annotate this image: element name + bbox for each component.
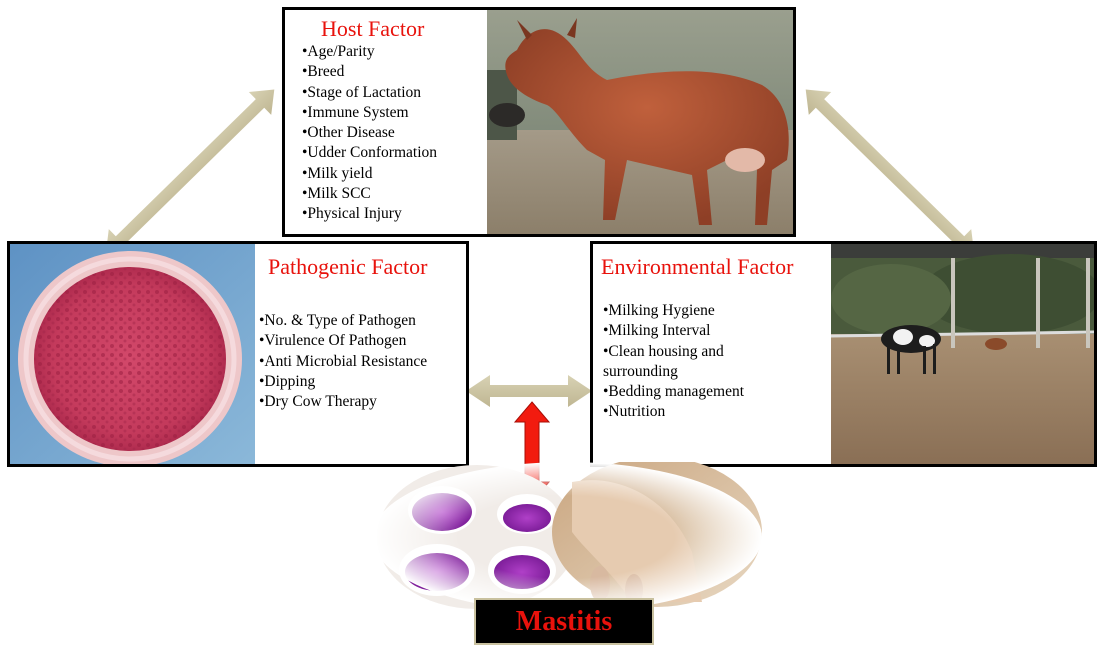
host-factor-list: •Age/Parity •Breed •Stage of Lactation •…: [302, 42, 437, 225]
pathogenic-environmental-arrow: [466, 375, 592, 407]
list-item: •Immune System: [302, 103, 437, 123]
host-pathogenic-arrow: [94, 78, 285, 266]
udder-test-photo-icon: [372, 462, 762, 612]
list-item: •Bedding management: [603, 382, 744, 402]
host-factor-title: Host Factor: [321, 16, 424, 42]
host-factor-box: Host Factor •Age/Parity •Breed •Stage of…: [282, 7, 796, 237]
list-item: •Milking Interval: [603, 321, 744, 341]
list-item: •Clean housing and: [603, 342, 744, 362]
list-item: •Breed: [302, 62, 437, 82]
list-item: •Dry Cow Therapy: [259, 392, 427, 412]
list-item: •Other Disease: [302, 123, 437, 143]
list-item: •Physical Injury: [302, 204, 437, 224]
list-item: •Virulence Of Pathogen: [259, 331, 427, 351]
environmental-factor-box: Environmental Factor •Milking Hygiene •M…: [590, 241, 1097, 467]
list-item: •Milking Hygiene: [603, 301, 744, 321]
pathogenic-factor-list: •No. & Type of Pathogen •Virulence Of Pa…: [259, 311, 427, 412]
list-item: •Nutrition: [603, 402, 744, 422]
list-item: •Milk SCC: [302, 184, 437, 204]
pathogenic-factor-box: Pathogenic Factor •No. & Type of Pathoge…: [7, 241, 469, 467]
mastitis-label-box: Mastitis: [474, 598, 654, 645]
cow-photo-icon: [487, 10, 796, 234]
environmental-factor-title: Environmental Factor: [601, 254, 793, 280]
petri-dish-photo-icon: [10, 244, 255, 464]
list-item: •Age/Parity: [302, 42, 437, 62]
pathogenic-factor-title: Pathogenic Factor: [268, 254, 427, 280]
list-item: •Stage of Lactation: [302, 83, 437, 103]
barn-photo-icon: [831, 244, 1097, 464]
list-item: •Anti Microbial Resistance: [259, 352, 427, 372]
host-environmental-arrow: [794, 78, 985, 266]
list-item: •Dipping: [259, 372, 427, 392]
list-item: surrounding: [603, 362, 744, 382]
mastitis-label: Mastitis: [516, 606, 612, 638]
list-item: •Milk yield: [302, 164, 437, 184]
list-item: •No. & Type of Pathogen: [259, 311, 427, 331]
list-item: •Udder Conformation: [302, 143, 437, 163]
environmental-factor-list: •Milking Hygiene •Milking Interval •Clea…: [603, 301, 744, 423]
